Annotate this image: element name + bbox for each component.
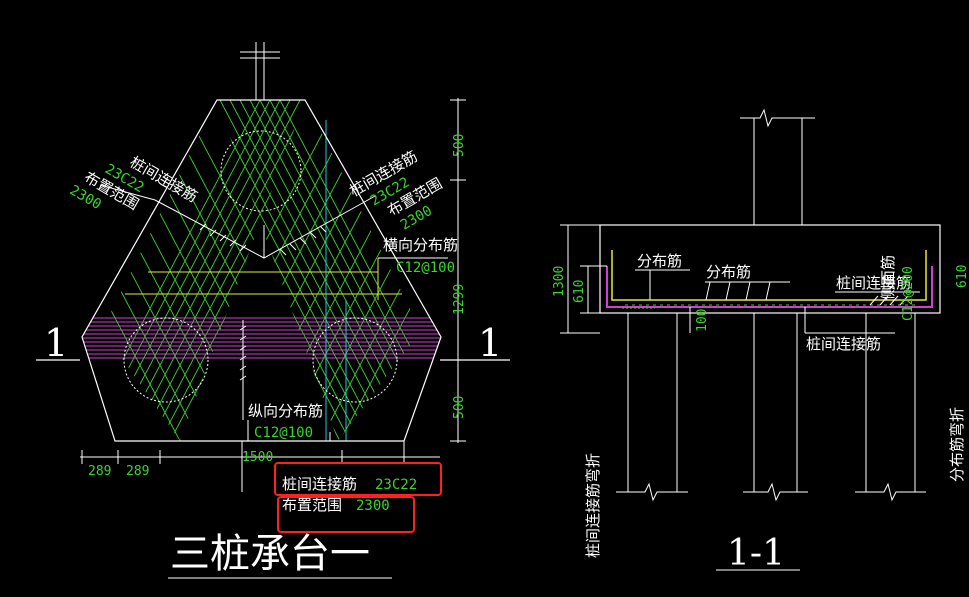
section-cap	[599, 224, 941, 314]
section-dims-left	[560, 224, 691, 334]
label-transverse: 横向分布筋	[383, 236, 458, 254]
pile-left	[123, 317, 209, 403]
label-bottom-range: 布置范围	[282, 496, 342, 514]
label-group-right: 桩间连接筋 23C22 布置范围 2300	[347, 147, 446, 233]
section-leaders	[635, 269, 920, 334]
label-side-value: C12@200	[901, 266, 916, 321]
dim-right-top: 500	[452, 134, 467, 157]
transverse-distribution-bars	[125, 258, 402, 300]
label-connect-top: 桩间连接筋	[836, 274, 911, 292]
dim-1300: 1300	[552, 266, 567, 297]
axis-line	[325, 120, 347, 441]
section-rebar	[606, 250, 933, 309]
label-connect-bottom: 桩间连接筋	[806, 335, 881, 353]
dim-100: 100	[695, 309, 710, 332]
dim-right-mid: 1299	[452, 284, 467, 315]
dim-610-right: 610	[955, 265, 969, 288]
label-right-vertical: 分布筋弯折	[948, 407, 966, 482]
section-view: 1300 610 100 610 分布筋 分布筋 桩间连接筋 桩间连接筋 侧面筋…	[552, 108, 969, 574]
highlight-box-2	[277, 496, 415, 533]
break-marks	[239, 320, 247, 420]
plan-view: 1 1 桩间连接筋 23C22 布置范围 2300 桩间连接筋 23C22 布置…	[36, 42, 510, 579]
label-longitudinal: 纵向分布筋	[248, 402, 323, 420]
dim-bottom-b: 289	[126, 464, 149, 479]
dim-bottom-c: 1500	[242, 450, 273, 465]
section-column	[740, 108, 815, 225]
dim-610-left: 610	[572, 280, 587, 303]
column-stub	[240, 42, 280, 100]
cap-outline	[81, 99, 442, 442]
label-bottom-range-value: 2300	[356, 498, 390, 514]
dim-bottom-a: 289	[88, 464, 111, 479]
label-bottom-connect-value: 23C22	[375, 477, 417, 493]
label-bottom-connect: 桩间连接筋	[282, 475, 357, 493]
label-group-left: 桩间连接筋 23C22 布置范围 2300	[67, 153, 201, 214]
longitudinal-distribution-bars	[82, 317, 441, 359]
label-dist-2: 分布筋	[706, 263, 751, 281]
pile-right	[312, 317, 398, 403]
label-dist-1: 分布筋	[637, 252, 682, 270]
pile-top	[220, 130, 302, 212]
label-side: 侧面筋	[879, 255, 897, 300]
section-title: 1-1	[727, 533, 785, 574]
leader-lines	[99, 184, 448, 442]
highlight-box-1	[274, 462, 442, 496]
label-transverse-value: C12@100	[396, 260, 455, 276]
dimension-bottom	[80, 441, 440, 492]
label-longitudinal-value: C12@100	[254, 425, 313, 441]
section-mark-left: 1	[44, 321, 68, 365]
section-mark-right: 1	[478, 321, 502, 365]
dim-right-bottom: 500	[452, 396, 467, 419]
piles	[123, 130, 398, 403]
label-left-vertical: 桩间连接筋弯折	[584, 453, 602, 558]
plan-title: 三桩承台一	[170, 531, 370, 577]
section-piles	[616, 313, 926, 502]
